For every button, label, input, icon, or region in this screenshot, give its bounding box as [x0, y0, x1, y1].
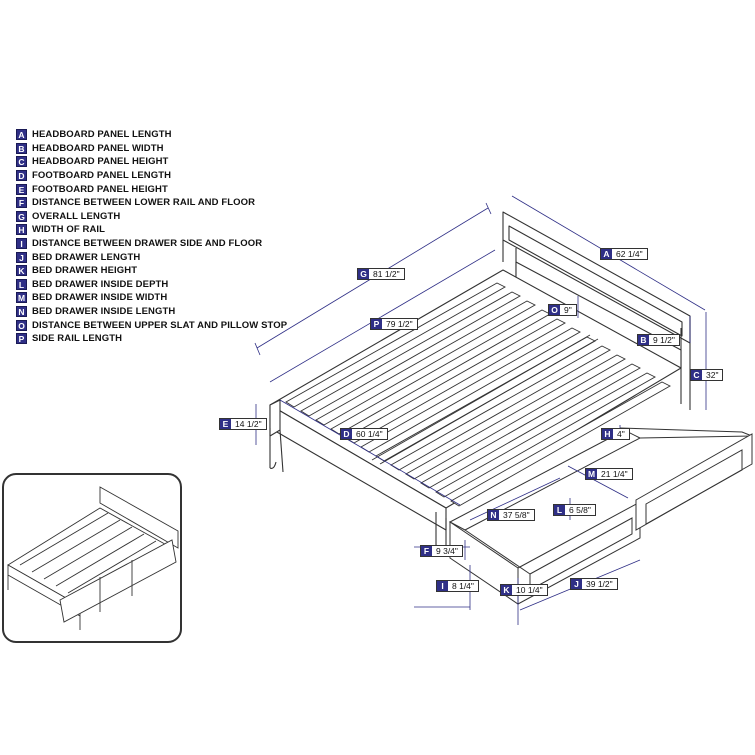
legend-item-l: L BED DRAWER INSIDE DEPTH	[16, 278, 287, 292]
legend-label: HEADBOARD PANEL WIDTH	[32, 142, 164, 154]
legend-label: DISTANCE BETWEEN LOWER RAIL AND FLOOR	[32, 197, 256, 209]
legend-letter-badge: G	[16, 210, 27, 222]
legend-label: HEADBOARD PANEL LENGTH	[32, 129, 172, 141]
legend-letter-badge: P	[16, 333, 27, 345]
legend-label: HEADBOARD PANEL HEIGHT	[32, 156, 169, 168]
legend-label: BED DRAWER INSIDE LENGTH	[32, 306, 176, 318]
legend-item-a: A HEADBOARD PANEL LENGTH	[16, 128, 287, 142]
legend-letter-badge: M	[16, 292, 27, 304]
legend-label: DISTANCE BETWEEN DRAWER SIDE AND FLOOR	[32, 238, 263, 250]
legend-item-d: D FOOTBOARD PANEL LENGTH	[16, 169, 287, 183]
legend-letter-badge: C	[16, 156, 27, 168]
headboard-inner-panel	[508, 225, 683, 337]
drawers	[448, 427, 753, 605]
legend-letter-badge: H	[16, 224, 27, 236]
dimension-legend: A HEADBOARD PANEL LENGTH B HEADBOARD PANEL …	[16, 128, 287, 346]
legend-label: SIDE RAIL LENGTH	[32, 333, 123, 345]
legend-letter-badge: N	[16, 306, 27, 318]
legend-item-f: F DISTANCE BETWEEN LOWER RAIL AND FLOOR	[16, 196, 287, 210]
legend-item-k: K BED DRAWER HEIGHT	[16, 264, 287, 278]
legend-item-b: B HEADBOARD PANEL WIDTH	[16, 142, 287, 156]
legend-item-g: G OVERALL LENGTH	[16, 210, 287, 224]
legend-label: BED DRAWER HEIGHT	[32, 265, 138, 277]
drawer-back-front	[635, 433, 753, 531]
legend-item-e: E FOOTBOARD PANEL HEIGHT	[16, 182, 287, 196]
legend-item-p: P SIDE RAIL LENGTH	[16, 332, 287, 346]
legend-label: WIDTH OF RAIL	[32, 224, 106, 236]
legend-letter-badge: E	[16, 183, 27, 195]
legend-letter-badge: J	[16, 251, 27, 263]
legend-letter-badge: K	[16, 265, 27, 277]
legend-label: OVERALL LENGTH	[32, 210, 121, 222]
legend-item-h: H WIDTH OF RAIL	[16, 223, 287, 237]
legend-letter-badge: O	[16, 319, 27, 331]
legend-letter-badge: A	[16, 129, 27, 141]
legend-label: FOOTBOARD PANEL HEIGHT	[32, 183, 168, 195]
legend-item-m: M BED DRAWER INSIDE WIDTH	[16, 291, 287, 305]
slats	[285, 282, 671, 507]
legend-letter-badge: F	[16, 197, 27, 209]
legend-item-i: I DISTANCE BETWEEN DRAWER SIDE AND FLOOR	[16, 237, 287, 251]
legend-item-j: J BED DRAWER LENGTH	[16, 250, 287, 264]
legend-label: BED DRAWER INSIDE WIDTH	[32, 292, 168, 304]
legend-letter-badge: L	[16, 278, 27, 290]
legend-label: DISTANCE BETWEEN UPPER SLAT AND PILLOW S…	[32, 319, 288, 331]
legend-letter-badge: I	[16, 238, 27, 250]
legend-letter-badge: B	[16, 142, 27, 154]
legend-item-c: C HEADBOARD PANEL HEIGHT	[16, 155, 287, 169]
legend-item-n: N BED DRAWER INSIDE LENGTH	[16, 305, 287, 319]
legend-item-o: O DISTANCE BETWEEN UPPER SLAT AND PILLOW …	[16, 318, 287, 332]
legend-label: FOOTBOARD PANEL LENGTH	[32, 170, 172, 182]
legend-label: BED DRAWER INSIDE DEPTH	[32, 278, 169, 290]
legend-letter-badge: D	[16, 170, 27, 182]
legend-label: BED DRAWER LENGTH	[32, 251, 141, 263]
